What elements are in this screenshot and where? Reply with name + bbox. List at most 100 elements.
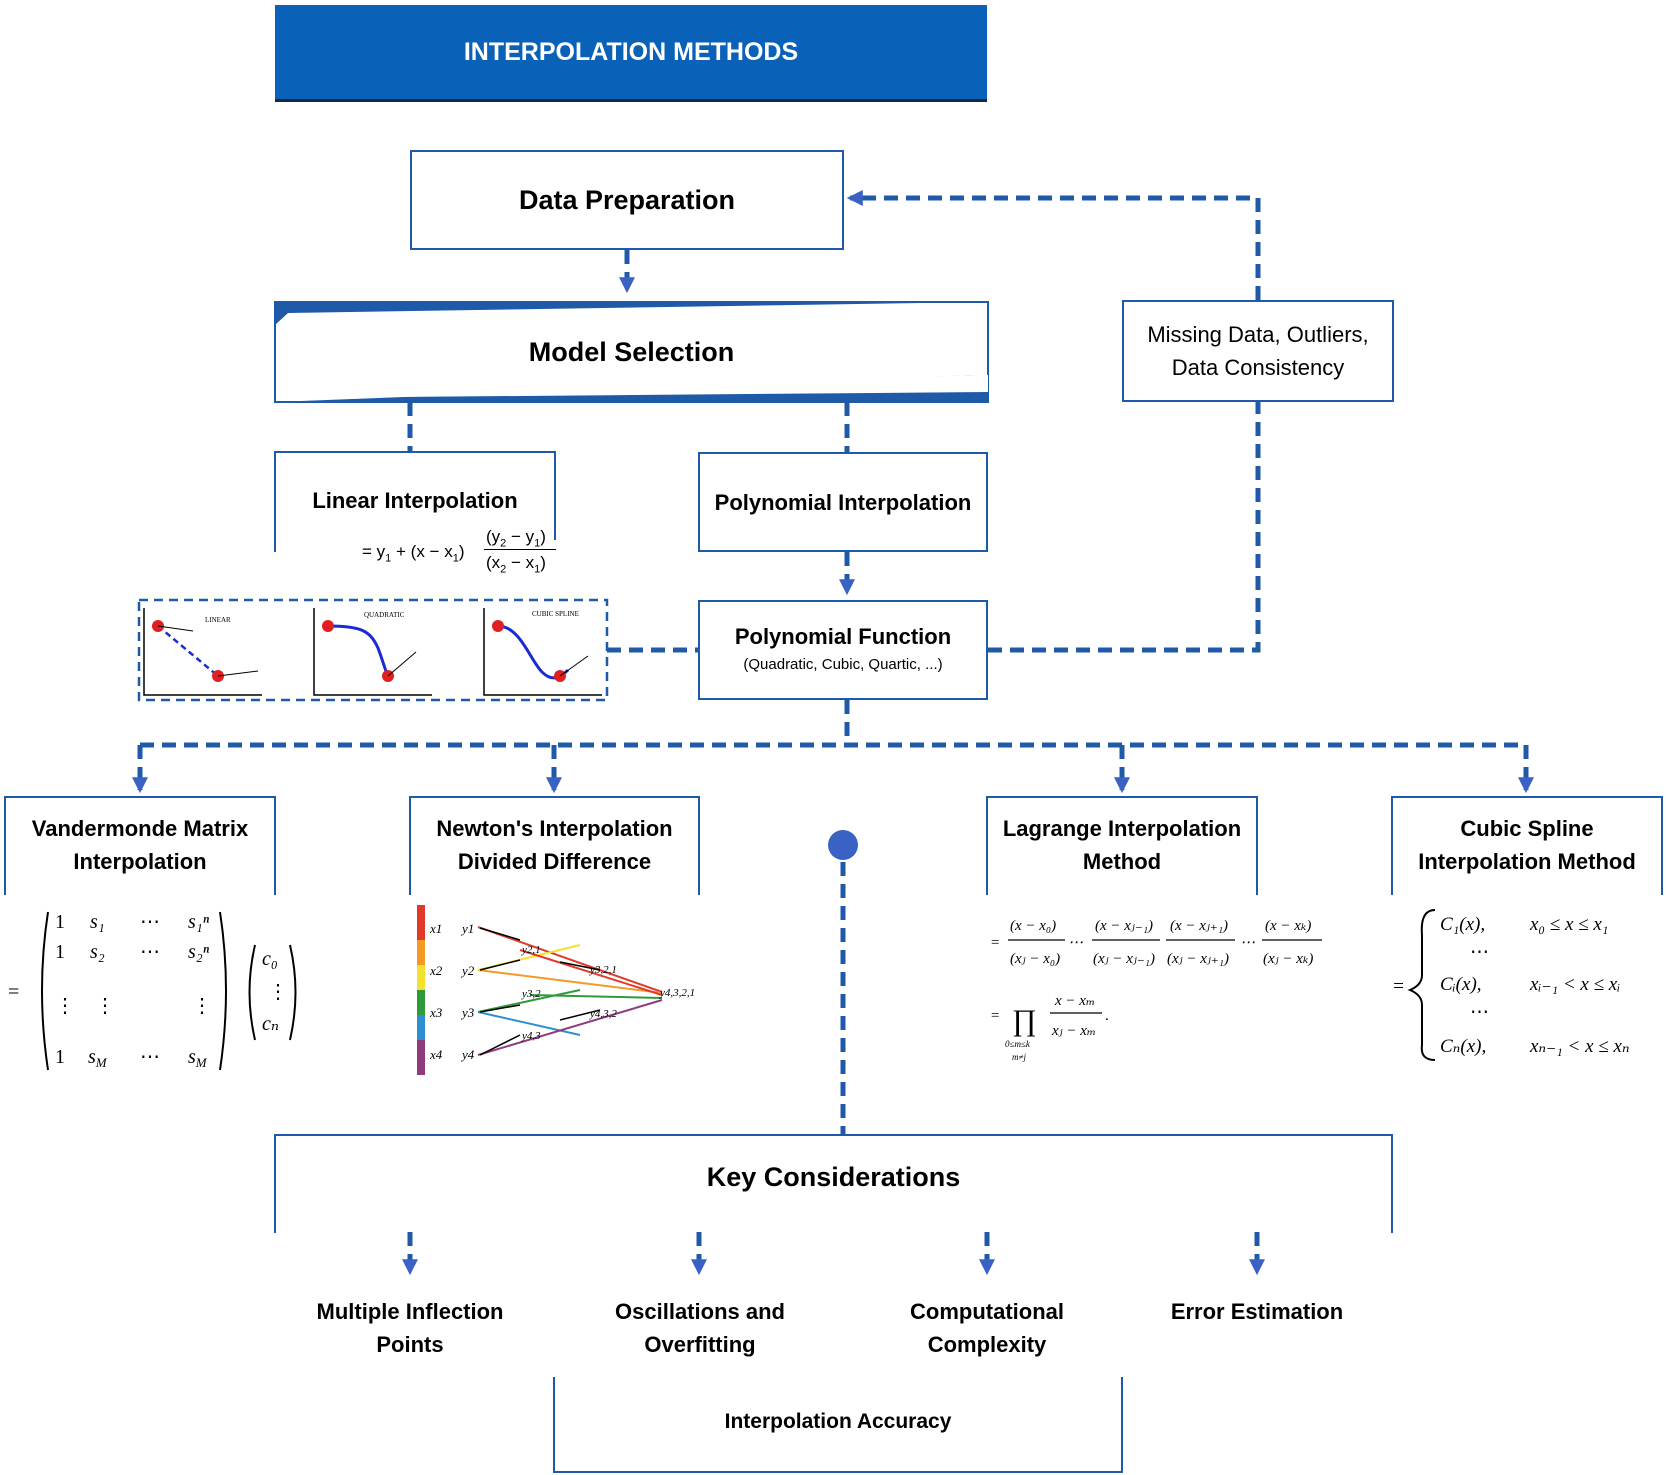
svg-text:⋯: ⋯ [1240, 935, 1255, 951]
page-title: INTERPOLATION METHODS [463, 37, 799, 66]
svg-text:s₂ⁿ: s₂ⁿ [188, 941, 210, 963]
svg-text:(xⱼ − xⱼ₋₁): (xⱼ − xⱼ₋₁) [1093, 951, 1155, 967]
accuracy-box-outline [553, 1377, 1123, 1473]
arrow-missing-to-prep [846, 190, 1261, 300]
svg-text:(xⱼ − x₀): (xⱼ − x₀) [1010, 951, 1060, 967]
missing-data-label: Missing Data, Outliers, Data Consistency [1147, 322, 1369, 380]
svg-text:⋯: ⋯ [1470, 942, 1489, 963]
svg-text:x₀ ≤ x ≤ x₁: x₀ ≤ x ≤ x₁ [1529, 914, 1608, 935]
newton-box-outline [409, 796, 700, 895]
thumb-label-linear: LINEAR [205, 616, 231, 624]
cubic-spline-formula: = C₁(x), x₀ ≤ x ≤ x₁ ⋯ Cᵢ(x), xᵢ₋₁ < x ≤ x… [1392, 909, 1630, 1061]
svg-text:cₙ: cₙ [262, 1013, 279, 1035]
newton-y4: y4 [460, 1047, 475, 1062]
svg-text:=: = [1392, 976, 1405, 997]
svg-text:∏: ∏ [1012, 1004, 1037, 1037]
svg-text:(xⱼ − xₖ): (xⱼ − xₖ) [1263, 951, 1313, 967]
polynomial-function-sub: (Quadratic, Cubic, Quartic, ...) [743, 656, 943, 673]
newton-y32: y3,2 [521, 988, 541, 1000]
thumbnail-quadratic [313, 608, 432, 696]
newton-y3: y3 [460, 1005, 475, 1020]
model-selection-shape [274, 301, 989, 403]
model-selection-box: Model Selection [275, 302, 988, 402]
svg-text:s₂: s₂ [90, 941, 105, 963]
svg-text:(x − xⱼ₊₁): (x − xⱼ₊₁) [1170, 918, 1228, 934]
svg-text:xⱼ − xₘ: xⱼ − xₘ [1051, 1023, 1096, 1039]
consideration-inflection: Multiple Inflection Points [316, 1299, 504, 1357]
svg-text:⋮: ⋮ [192, 995, 212, 1017]
svg-text:xᵢ₋₁ < x ≤ xᵢ: xᵢ₋₁ < x ≤ xᵢ [1529, 974, 1620, 995]
svg-text:C₁(x),: C₁(x), [1440, 914, 1485, 935]
svg-text:s₁: s₁ [90, 911, 105, 933]
svg-text:(x − xⱼ₋₁): (x − xⱼ₋₁) [1095, 918, 1153, 934]
model-selection-label: Model Selection [528, 336, 735, 367]
newton-y2: y2 [460, 963, 475, 978]
svg-text:=: = [990, 1008, 1000, 1024]
svg-text:⋮: ⋮ [95, 995, 115, 1017]
svg-text:⋯: ⋯ [1470, 1002, 1489, 1023]
svg-text:m≠j: m≠j [1012, 1052, 1026, 1062]
newton-y43: y4,3 [521, 1030, 541, 1042]
newton-y4321: y4,3,2,1 [659, 987, 695, 999]
polynomial-function-box: Polynomial Function (Quadratic, Cubic, Q… [698, 600, 988, 700]
thumb-label-quadratic: QUADRATIC [364, 611, 405, 619]
newton-y321: y3,2,1 [589, 964, 617, 976]
svg-text:⋮: ⋮ [55, 995, 75, 1017]
svg-text:x − xₘ: x − xₘ [1054, 993, 1095, 1009]
key-box-outline [274, 1134, 1393, 1233]
svg-text:(x − xₖ): (x − xₖ) [1265, 918, 1311, 934]
key-considerations-label: Key Considerations [706, 1162, 961, 1192]
interpolation-accuracy-label: Interpolation Accuracy [724, 1410, 952, 1433]
vandermonde-box-outline [4, 796, 276, 895]
svg-text:=: = [990, 935, 1000, 951]
thumb-label-cubic-spline: CUBIC SPLINE [532, 610, 579, 618]
missing-data-box: Missing Data, Outliers, Data Consistency [1122, 300, 1394, 402]
key-considerations-title-wrap: Key Considerations [275, 1162, 1392, 1193]
svg-text:⋯: ⋯ [140, 911, 160, 933]
linear-box-outline [274, 451, 556, 552]
vandermonde-label: Vandermonde Matrix Interpolation [31, 816, 249, 874]
svg-text:.: . [1105, 1008, 1109, 1024]
svg-text:(xⱼ − xⱼ₊₁): (xⱼ − xⱼ₊₁) [1167, 951, 1229, 967]
lagrange-label: Lagrange Interpolation Method [1002, 816, 1242, 874]
interpolation-accuracy-wrap: Interpolation Accuracy [554, 1410, 1122, 1434]
lagrange-formula: = (x − x₀) (xⱼ − x₀) ⋯ (x − xⱼ₋₁) (xⱼ − xⱼ… [990, 918, 1322, 1062]
svg-text:=: = [8, 981, 19, 1003]
svg-text:1: 1 [55, 941, 65, 963]
consideration-error: Error Estimation [1170, 1299, 1344, 1324]
svg-text:xₙ₋₁ < x ≤ xₙ: xₙ₋₁ < x ≤ xₙ [1529, 1036, 1630, 1057]
svg-text:⋯: ⋯ [140, 941, 160, 963]
polynomial-interpolation-label: Polynomial Interpolation [714, 489, 972, 515]
thumbnail-cubic-spline [483, 608, 602, 696]
lagrange-box-outline [986, 796, 1258, 895]
svg-text:0≤m≤k: 0≤m≤k [1005, 1039, 1031, 1049]
newton-x1: x1 [429, 921, 442, 936]
newton-diagram [417, 905, 663, 1075]
newton-y1: y1 [460, 921, 474, 936]
svg-text:sM: sM [188, 1046, 208, 1070]
svg-text:1: 1 [55, 911, 65, 933]
polynomial-interpolation-box: Polynomial Interpolation [698, 452, 988, 552]
svg-text:⋮: ⋮ [268, 981, 288, 1003]
polynomial-function-label: Polynomial Function [734, 624, 952, 649]
newton-label: Newton's Interpolation Divided Differenc… [436, 816, 673, 874]
data-preparation-box: Data Preparation [410, 150, 844, 250]
linear-interpolation-label: Linear Interpolation [312, 488, 518, 513]
thumbnail-linear [143, 608, 262, 696]
consideration-oscillations: Oscillations and Overfitting [615, 1299, 785, 1357]
cubic-box-outline [1391, 796, 1663, 895]
newton-y21: y2,1 [521, 944, 541, 956]
svg-text:1: 1 [55, 1046, 65, 1068]
newton-x4: x4 [429, 1047, 443, 1062]
line-function-to-missing [988, 402, 1261, 653]
consideration-complexity: Computational Complexity [910, 1299, 1064, 1357]
svg-text:Cₙ(x),: Cₙ(x), [1440, 1036, 1486, 1057]
svg-text:⋯: ⋯ [1068, 935, 1083, 951]
cubic-spline-label: Cubic Spline Interpolation Method [1418, 816, 1636, 874]
svg-text:Cᵢ(x),: Cᵢ(x), [1440, 974, 1482, 995]
newton-x3: x3 [429, 1005, 443, 1020]
svg-text:(x − x₀): (x − x₀) [1010, 918, 1056, 934]
